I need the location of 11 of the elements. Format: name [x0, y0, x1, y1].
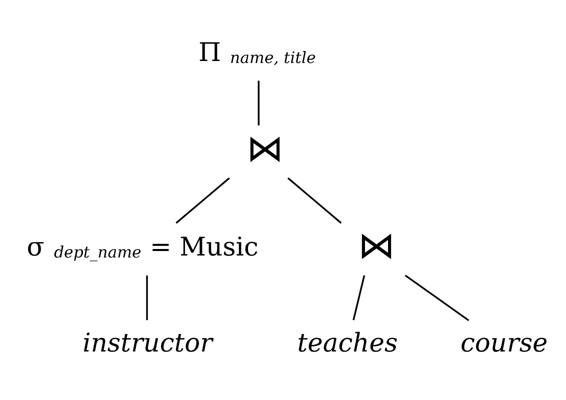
node-text: ⋈: [358, 222, 396, 267]
connector: [352, 274, 366, 320]
connector: [176, 176, 230, 224]
connector: [287, 176, 342, 224]
connector: [404, 274, 470, 321]
connector: [146, 274, 148, 320]
node-text: ⋈: [246, 125, 284, 170]
node-text: teaches: [297, 328, 398, 358]
node-text: course: [460, 328, 548, 358]
node-text: instructor: [82, 328, 212, 358]
connector: [258, 80, 260, 125]
